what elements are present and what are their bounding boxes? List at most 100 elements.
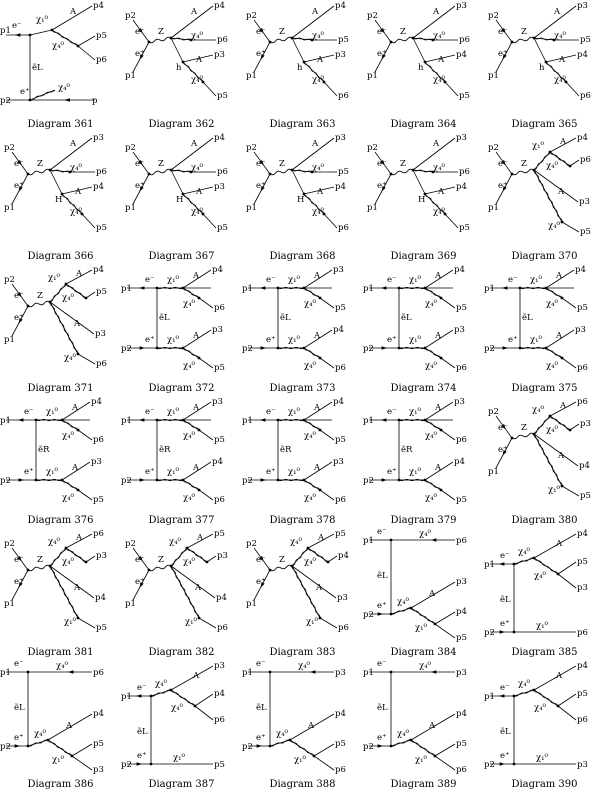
z-label: Z <box>521 423 527 433</box>
incoming-label: p1 <box>121 284 132 294</box>
fermion-arrow <box>381 54 386 60</box>
incoming-label: p2 <box>0 476 11 486</box>
h-label: h <box>539 63 545 73</box>
fermion-arrow <box>260 186 265 192</box>
electron-label: e⁻ <box>145 407 155 417</box>
diagram-caption: Diagram 383 <box>269 647 336 658</box>
outgoing-label: p6 <box>217 623 228 633</box>
electron-label: e⁻ <box>256 660 266 669</box>
fermion-arrow <box>377 612 383 616</box>
photon-line <box>545 329 575 349</box>
z-boson-line <box>148 168 172 176</box>
neutralino-label: χ₄⁰ <box>554 31 567 41</box>
neutralino-line-wave <box>156 286 184 290</box>
electron-label: e⁻ <box>135 27 145 37</box>
outgoing-label: p3 <box>212 325 223 335</box>
vertex-dot <box>70 754 74 758</box>
incoming-label: p1 <box>484 692 495 702</box>
fermion-arrow <box>381 478 387 482</box>
electron-label: e⁻ <box>14 555 24 565</box>
neutralino-label: χ₄⁰ <box>169 537 182 547</box>
h-label: H <box>297 195 304 205</box>
incoming-label: p2 <box>488 407 499 417</box>
outgoing-label: p3 <box>333 457 344 467</box>
incoming-label: p1 <box>4 203 15 213</box>
positron-label: e⁺ <box>498 49 508 59</box>
neutralino-line-wave <box>412 37 434 41</box>
neutralino-label: χ₄⁰ <box>183 557 196 567</box>
neutralino-line-wave <box>170 169 192 173</box>
outgoing-label: p5 <box>456 633 467 643</box>
vertex-dot <box>84 296 88 300</box>
photon-line <box>289 713 335 741</box>
neutralino-line-wave <box>303 193 325 215</box>
a-label: A <box>307 721 315 731</box>
z-label: Z <box>37 159 43 169</box>
outgoing-label: p3 <box>95 329 106 339</box>
h-label: H <box>176 195 183 205</box>
outgoing-label: p4 <box>216 593 227 603</box>
vertex-dot <box>512 694 516 698</box>
neutralino-line-wave <box>533 151 551 171</box>
neutralino-line-wave <box>35 418 63 422</box>
diagram-caption: Diagram 362 <box>148 119 215 130</box>
vertex-dot <box>76 428 80 432</box>
neutralino-line-wave <box>291 547 309 567</box>
vertex-dot <box>389 538 393 542</box>
fermion-arrow <box>256 744 262 748</box>
neutralino-line-wave <box>156 418 184 422</box>
diagram-caption: Diagram 385 <box>511 647 578 658</box>
out-line <box>440 489 456 501</box>
a-label: A <box>557 451 565 461</box>
z-boson-line <box>390 36 414 44</box>
fermion-arrow <box>259 160 264 166</box>
propagator-label: ẽL <box>159 312 170 323</box>
neutralino-label: χ₄⁰ <box>534 703 547 713</box>
incoming-label: p2 <box>4 143 15 153</box>
outgoing-label: p6 <box>577 363 588 373</box>
neutralino-line <box>49 283 67 303</box>
diagram-caption: Diagram 363 <box>269 119 336 130</box>
photon-line <box>170 5 214 39</box>
vertex-dot <box>318 616 322 620</box>
vertex-dot <box>26 568 30 572</box>
outgoing-label: p6 <box>335 495 346 505</box>
vertex-dot <box>155 418 159 422</box>
out-line <box>77 353 96 365</box>
a-label: A <box>69 139 77 149</box>
a-label: A <box>195 55 203 65</box>
outgoing-label: p3 <box>577 583 588 593</box>
z-label: Z <box>158 159 164 169</box>
electron-label: e⁻ <box>498 159 508 169</box>
outgoing-label: p5 <box>96 31 107 41</box>
neutralino-line-wave <box>519 286 547 290</box>
neutralino-label: χ₄⁰ <box>171 703 184 713</box>
photon-line <box>65 533 93 549</box>
z-label: Z <box>279 159 285 169</box>
fermion-arrow <box>377 744 383 748</box>
incoming-label: p2 <box>4 539 15 549</box>
vertex-dot <box>310 170 314 174</box>
incoming-label: p2 <box>246 11 257 21</box>
photon-line <box>65 269 93 285</box>
outgoing-label: p4 <box>456 182 467 192</box>
photon-line <box>410 713 456 741</box>
fermion-arrow <box>139 582 144 588</box>
vertex-dot <box>197 296 201 300</box>
neutralino-line-wave <box>61 419 79 431</box>
h-label: H <box>418 195 425 205</box>
outgoing-label: p4 <box>335 1 346 11</box>
out-line <box>198 357 214 369</box>
fermion-arrow <box>138 556 143 562</box>
vertex-dot <box>149 694 153 698</box>
out-line <box>434 743 456 757</box>
neutralino-line-wave <box>398 418 426 422</box>
vertex-dot <box>439 428 443 432</box>
outgoing-label: p6 <box>214 715 225 725</box>
outgoing-label: p4 <box>214 689 225 699</box>
